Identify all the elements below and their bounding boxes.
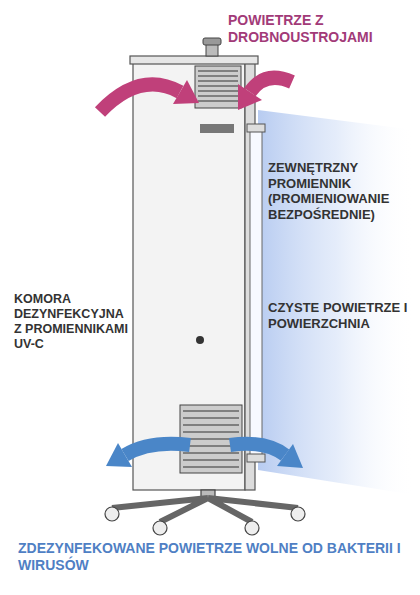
name-plate xyxy=(200,124,234,133)
lamp-label: ZEWNĘTRZNY PROMIENNIK (PROMIENIOWANIE BE… xyxy=(268,160,413,222)
clean-label: CZYSTE POWIETRZE I POWIERZCHNIA xyxy=(268,300,413,331)
chamber-label: KOMORA DEZYNFEKCYJNA Z PROMIENNIKAMI UV-… xyxy=(14,292,132,352)
outflow-label: ZDEZYNFEKOWANE POWIETRZE WOLNE OD BAKTER… xyxy=(18,540,408,574)
tower-front xyxy=(133,62,245,490)
inflow-arrows xyxy=(100,78,292,112)
uv-glow xyxy=(258,110,415,495)
knob-cap xyxy=(203,38,221,45)
external-lamp xyxy=(247,124,265,462)
knob xyxy=(206,44,218,56)
tower-top xyxy=(130,56,258,64)
inflow-label: POWIETRZE Z DROBNOUSTROJAMI xyxy=(228,12,413,46)
top-grille xyxy=(195,66,241,108)
outflow-arrows xyxy=(106,443,303,468)
caster-base xyxy=(105,490,305,535)
chamber-dot xyxy=(196,336,204,344)
